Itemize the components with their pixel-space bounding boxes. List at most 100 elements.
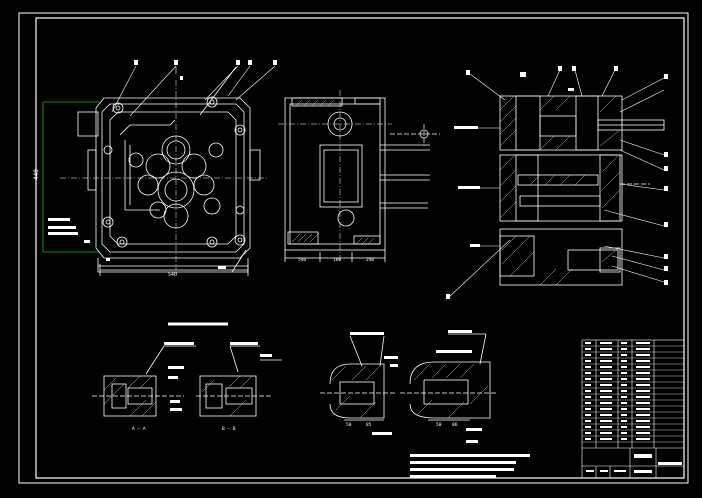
bolt-holes [102,96,246,248]
parts-cell-text [600,396,612,398]
detail-tags-left [164,342,272,411]
height-dim-label: 440 [33,169,40,180]
sec-c-dim-2: 85 [366,422,372,428]
parts-cell-text [621,342,627,344]
outer-border [18,12,689,484]
parts-cell-text [600,348,612,350]
parts-cell-text [621,426,627,428]
section-stack [499,95,665,286]
parts-cell-text [621,420,627,422]
parts-cell-text [636,354,650,356]
side-dim-1: 540 [298,257,306,263]
parts-cell-text [600,402,612,404]
parts-cell-text [600,432,612,434]
parts-cell-text [636,348,650,350]
parts-cell-text [600,408,612,410]
parts-cell-text [585,420,591,422]
parts-cell-text [585,438,591,440]
parts-cell-text [585,390,591,392]
parts-cell-text [600,390,612,392]
section-hatching [499,95,621,286]
parts-cell-text [636,390,650,392]
parts-cell-text [585,372,591,374]
parts-cell-text [600,378,612,380]
parts-cell-text [600,426,612,428]
section-b-label: B — B [222,426,236,432]
sec-c-dim-1: 50 [346,422,352,428]
callout-tags [134,60,277,80]
parts-cell-text [621,408,627,410]
parts-cell-text [600,384,612,386]
parts-cell-text [585,396,591,398]
side-dim-3: 240 [366,257,374,263]
parts-cell-text [636,438,650,440]
front-notes [48,218,226,269]
parts-cell-text [621,432,627,434]
sec-d-dim-1: 50 [436,422,442,428]
parts-cell-text [621,360,627,362]
parts-cell-text [585,426,591,428]
parts-cell-text [621,354,627,356]
parts-cell-text [621,372,627,374]
title-block-text [586,454,682,473]
parts-cell-text [636,420,650,422]
parts-cell-text [636,342,650,344]
section-tags [446,66,668,299]
parts-cell-text [636,360,650,362]
parts-cell-text [621,366,627,368]
parts-cell-text [636,366,650,368]
parts-cell-text [600,372,612,374]
parts-cell-text [636,384,650,386]
front-width-dim: 540 [168,272,177,278]
detail-sections-right [320,333,498,421]
side-view-dims: 540 160 240 [298,257,374,263]
parts-cell-text [636,402,650,404]
parts-cell-text [621,438,627,440]
parts-cell-text [585,378,591,380]
parts-cell-text [636,426,650,428]
parts-cell-text [600,360,612,362]
parts-cell-text [636,414,650,416]
parts-cell-text [636,372,650,374]
technical-notes [410,454,530,478]
side-view-hatching [291,99,375,245]
parts-cell-text [621,414,627,416]
parts-cell-text [621,402,627,404]
parts-list-table [581,339,685,479]
parts-cell-text [636,408,650,410]
parts-cell-text [636,378,650,380]
parts-cell-text [600,420,612,422]
right-boss [249,149,261,181]
shaft-ends [380,124,440,209]
detail-dims-right: 50 85 50 86 [346,422,458,428]
detail-sections-left [92,322,282,417]
parts-cell-text [585,348,591,350]
front-view: 440 [33,66,268,276]
parts-cell-text [585,360,591,362]
inner-border [35,17,685,479]
parts-cell-text [621,348,627,350]
front-view-callouts [111,65,276,117]
parts-cell-text [585,384,591,386]
detail-tags-right [350,330,482,443]
height-dimension [42,101,100,253]
left-boss [77,111,99,137]
detail-hatching-right [331,363,489,419]
parts-cell-text [600,414,612,416]
section-a-label: A — A [132,426,146,432]
sec-d-dim-2: 86 [452,422,458,428]
parts-cell-text [585,432,591,434]
parts-cell-text [636,396,650,398]
parts-cell-text [585,408,591,410]
parts-cell-text [585,414,591,416]
side-view [278,90,392,262]
parts-cell-text [585,354,591,356]
parts-cell-text [621,384,627,386]
parts-cell-text [600,342,612,344]
detail-hatching-left [103,375,253,417]
parts-cell-text [600,366,612,368]
parts-cell-text [585,342,591,344]
side-dim-2: 160 [333,257,341,263]
